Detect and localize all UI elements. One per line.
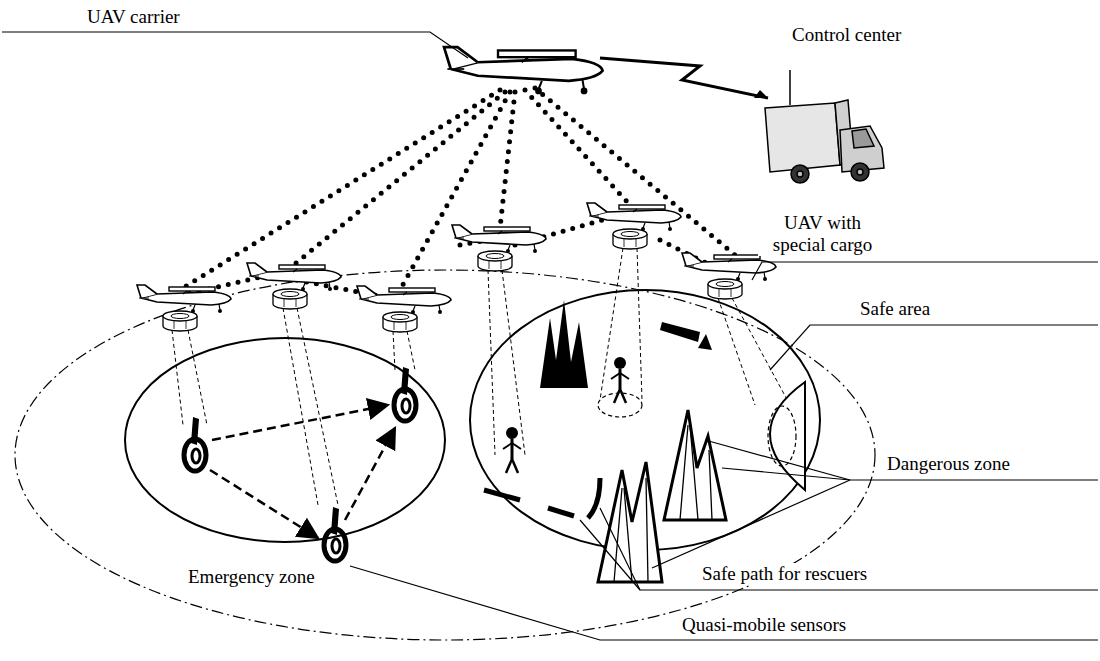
callout-label: UAV with special cargo (758, 212, 887, 256)
callout-label: Safe path for rescuers (700, 563, 869, 585)
callout-label: Safe area (858, 298, 932, 320)
callout-label: UAV carrier (85, 6, 182, 28)
callout-label: Control center (790, 24, 903, 46)
callout-label: Dangerous zone (885, 453, 1012, 475)
callout-label: Emergency zone (186, 566, 317, 588)
callout-label: Quasi-mobile sensors (680, 614, 848, 636)
